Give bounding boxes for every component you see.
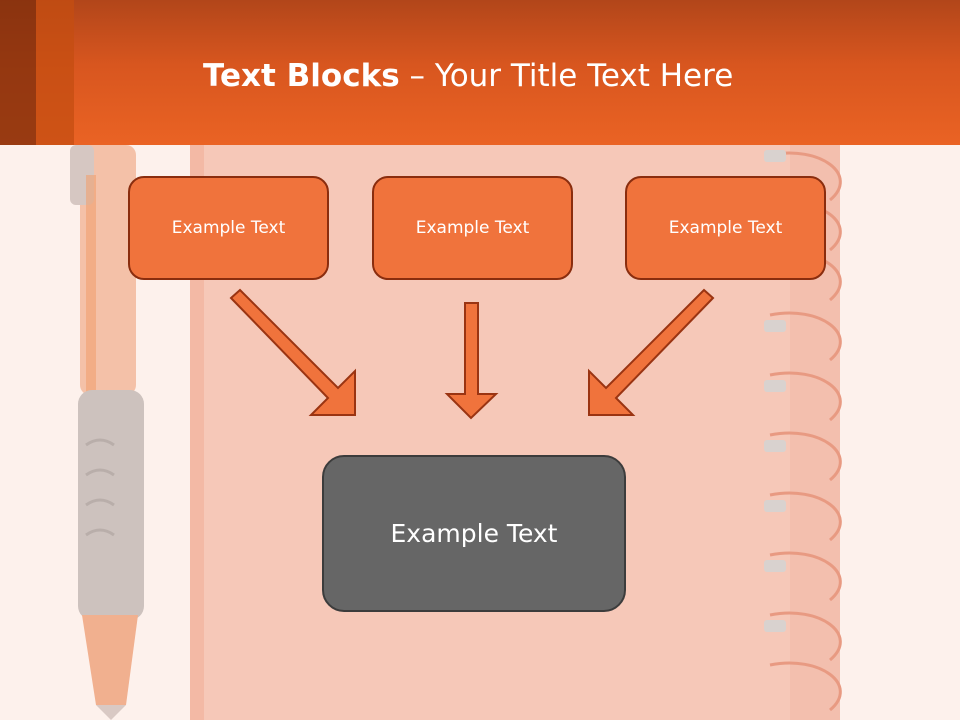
arrow-down-right — [229, 288, 356, 416]
slide-title: Text Blocks – Your Title Text Here — [203, 52, 733, 100]
title-separator: – — [399, 58, 435, 94]
text-block-label: Example Text — [415, 218, 530, 238]
pen-image — [70, 145, 144, 720]
arrow-down — [444, 302, 499, 420]
text-block-main: Example Text — [322, 455, 626, 612]
header-bar — [0, 0, 960, 145]
header-accent-strip — [36, 0, 74, 145]
text-block-label: Example Text — [668, 218, 783, 238]
text-block-right: Example Text — [625, 176, 826, 280]
header-accent-strip — [0, 0, 36, 145]
text-block-label: Example Text — [171, 218, 286, 238]
text-block-main-label: Example Text — [390, 519, 558, 548]
arrow-down-left — [588, 288, 715, 416]
text-block-center: Example Text — [372, 176, 573, 280]
text-block-left: Example Text — [128, 176, 329, 280]
title-bold: Text Blocks — [203, 58, 400, 94]
title-rest: Your Title Text Here — [434, 58, 734, 94]
